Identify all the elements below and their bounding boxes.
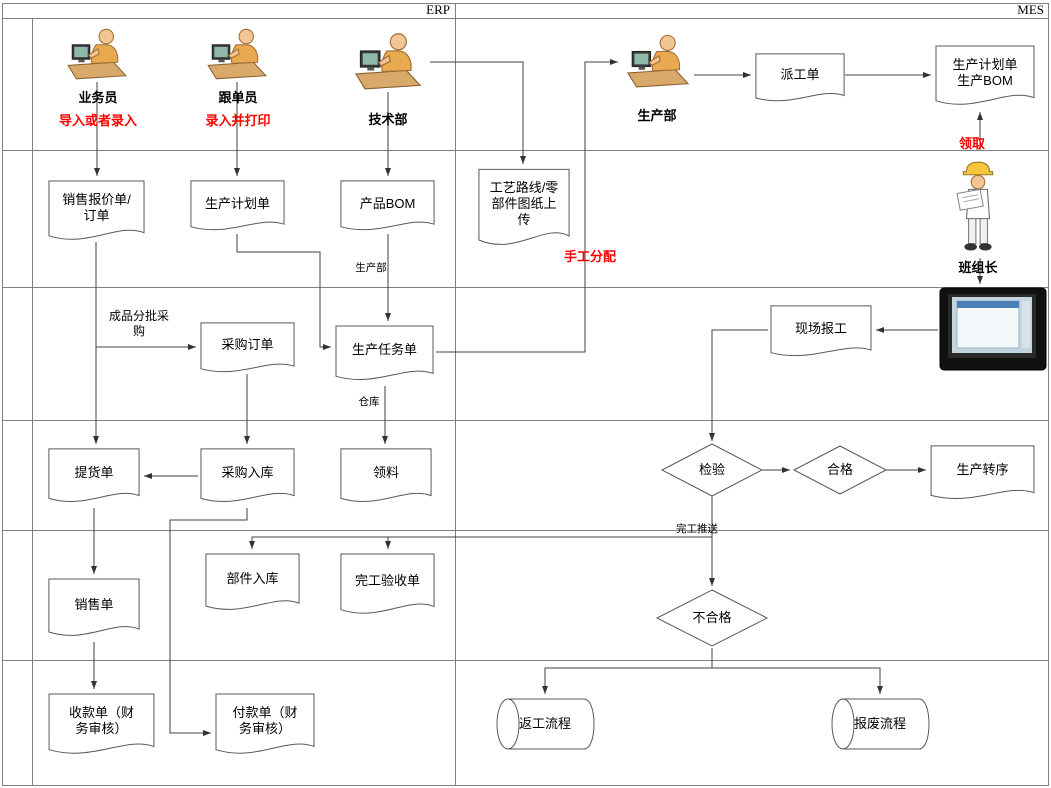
node-purchase-order bbox=[200, 322, 295, 373]
node-scrap bbox=[831, 698, 930, 750]
node-payment bbox=[215, 693, 315, 754]
node-accept bbox=[340, 553, 435, 614]
node-field-report bbox=[770, 305, 872, 357]
salesperson-icon bbox=[67, 28, 127, 80]
swimlane-grid bbox=[2, 3, 1049, 786]
node-rework bbox=[496, 698, 595, 750]
node-delivery bbox=[48, 448, 140, 502]
terminal-photo bbox=[939, 287, 1047, 371]
node-fail bbox=[655, 589, 769, 647]
node-sales-order bbox=[48, 578, 140, 636]
node-dispatch bbox=[755, 53, 845, 102]
node-material bbox=[340, 448, 432, 502]
node-pass bbox=[792, 445, 888, 495]
node-plan-bom bbox=[935, 45, 1035, 105]
node-transfer bbox=[930, 445, 1035, 500]
node-purchase-in bbox=[200, 448, 295, 502]
team-leader-icon bbox=[956, 161, 994, 252]
node-exam bbox=[660, 443, 764, 497]
node-receipt bbox=[48, 693, 155, 754]
node-prod-task bbox=[335, 325, 434, 380]
node-sales-quote bbox=[48, 180, 145, 240]
node-prod-plan bbox=[190, 180, 285, 231]
node-route-upload bbox=[478, 168, 570, 246]
order-tracker-icon bbox=[207, 28, 267, 80]
node-part-in bbox=[205, 553, 300, 610]
connectors bbox=[91, 59, 983, 736]
production-dept-icon bbox=[627, 34, 689, 88]
node-product-bom bbox=[340, 180, 435, 231]
tech-dept-icon bbox=[355, 33, 421, 90]
